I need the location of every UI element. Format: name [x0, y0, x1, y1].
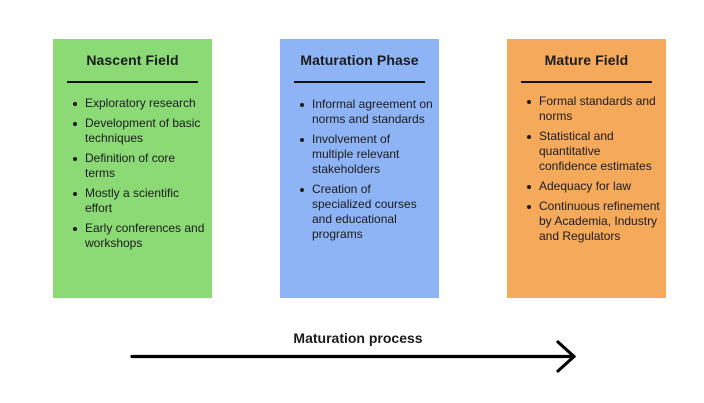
- stage-bullet-list: Informal agreement on norms and standard…: [298, 97, 433, 247]
- bullet-item: Early conferences and workshops: [71, 221, 206, 251]
- process-label: Maturation process: [293, 330, 423, 346]
- bullet-item: Statistical and quantitative confidence …: [525, 129, 660, 174]
- stage-bullet-list: Exploratory research Development of basi…: [71, 96, 206, 256]
- bullet-item: Formal standards and norms: [525, 94, 660, 124]
- bullet-item: Continuous refinement by Academia, Indus…: [525, 199, 660, 244]
- stage-title: Mature Field: [544, 52, 629, 68]
- stage-box-nascent-field: Nascent Field Exploratory research Devel…: [53, 39, 212, 298]
- stage-title: Maturation Phase: [300, 52, 419, 68]
- title-divider: [294, 81, 425, 83]
- title-divider: [67, 81, 198, 83]
- bullet-item: Exploratory research: [71, 96, 206, 111]
- bullet-item: Adequacy for law: [525, 179, 660, 194]
- stage-title: Nascent Field: [86, 52, 179, 68]
- bullet-item: Definition of core terms: [71, 151, 206, 181]
- bullet-item: Informal agreement on norms and standard…: [298, 97, 433, 127]
- bullet-item: Development of basic techniques: [71, 116, 206, 146]
- bullet-item: Mostly a scientific effort: [71, 186, 206, 216]
- stage-bullet-list: Formal standards and norms Statistical a…: [525, 94, 660, 249]
- stage-box-mature-field: Mature Field Formal standards and norms …: [507, 39, 666, 298]
- bullet-item: Creation of specialized courses and educ…: [298, 182, 433, 242]
- process-arrow-icon: [130, 340, 576, 373]
- stage-box-maturation-phase: Maturation Phase Informal agreement on n…: [280, 39, 439, 298]
- title-divider: [521, 81, 652, 83]
- bullet-item: Involvement of multiple relevant stakeho…: [298, 132, 433, 177]
